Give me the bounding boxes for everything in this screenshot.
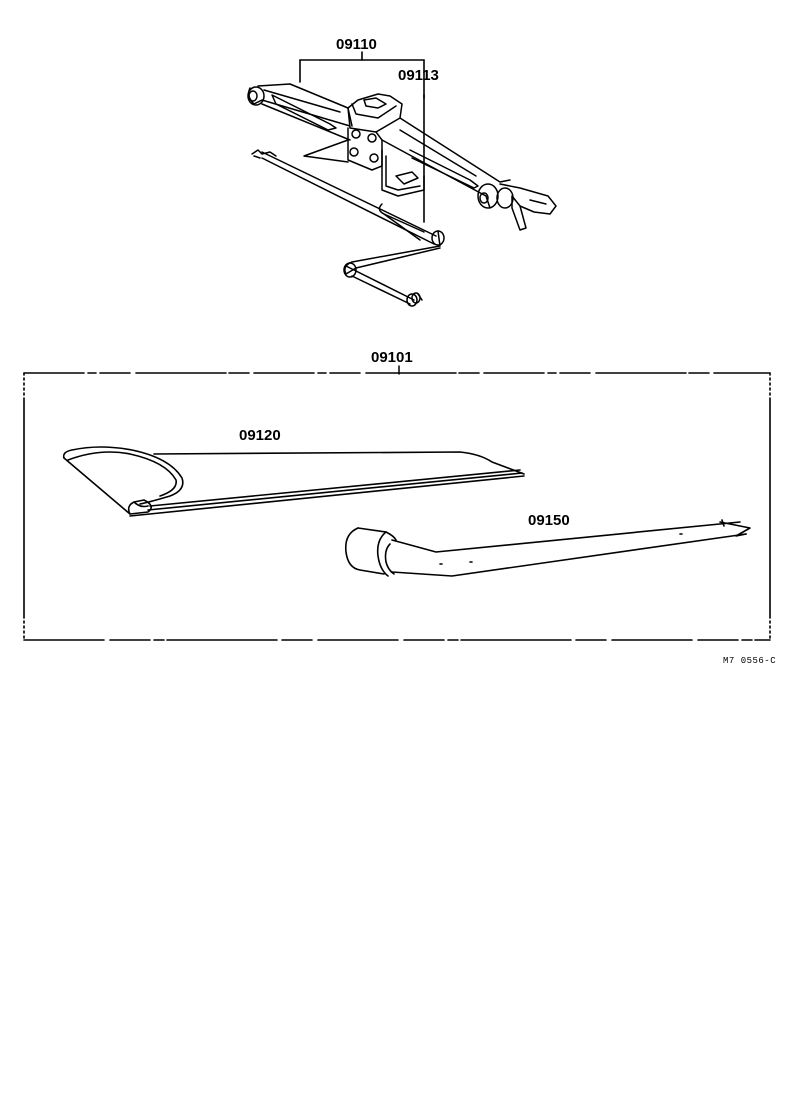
jack-leader-lines — [299, 51, 425, 223]
toolset-frame — [23, 372, 771, 641]
figure-code: M7 0556-C — [723, 656, 777, 666]
part-label-jack-handle: 09113 — [398, 67, 439, 84]
wheel-wrench-icon — [344, 519, 751, 577]
part-label-wrench: 09150 — [528, 512, 570, 529]
part-label-tool-bag: 09120 — [239, 427, 281, 444]
part-label-jack: 09110 — [336, 36, 377, 53]
jack-handle-icon — [251, 149, 445, 307]
jack-icon — [247, 83, 557, 231]
tool-bag-icon — [62, 446, 525, 517]
part-label-tool-set: 09101 — [371, 349, 413, 366]
